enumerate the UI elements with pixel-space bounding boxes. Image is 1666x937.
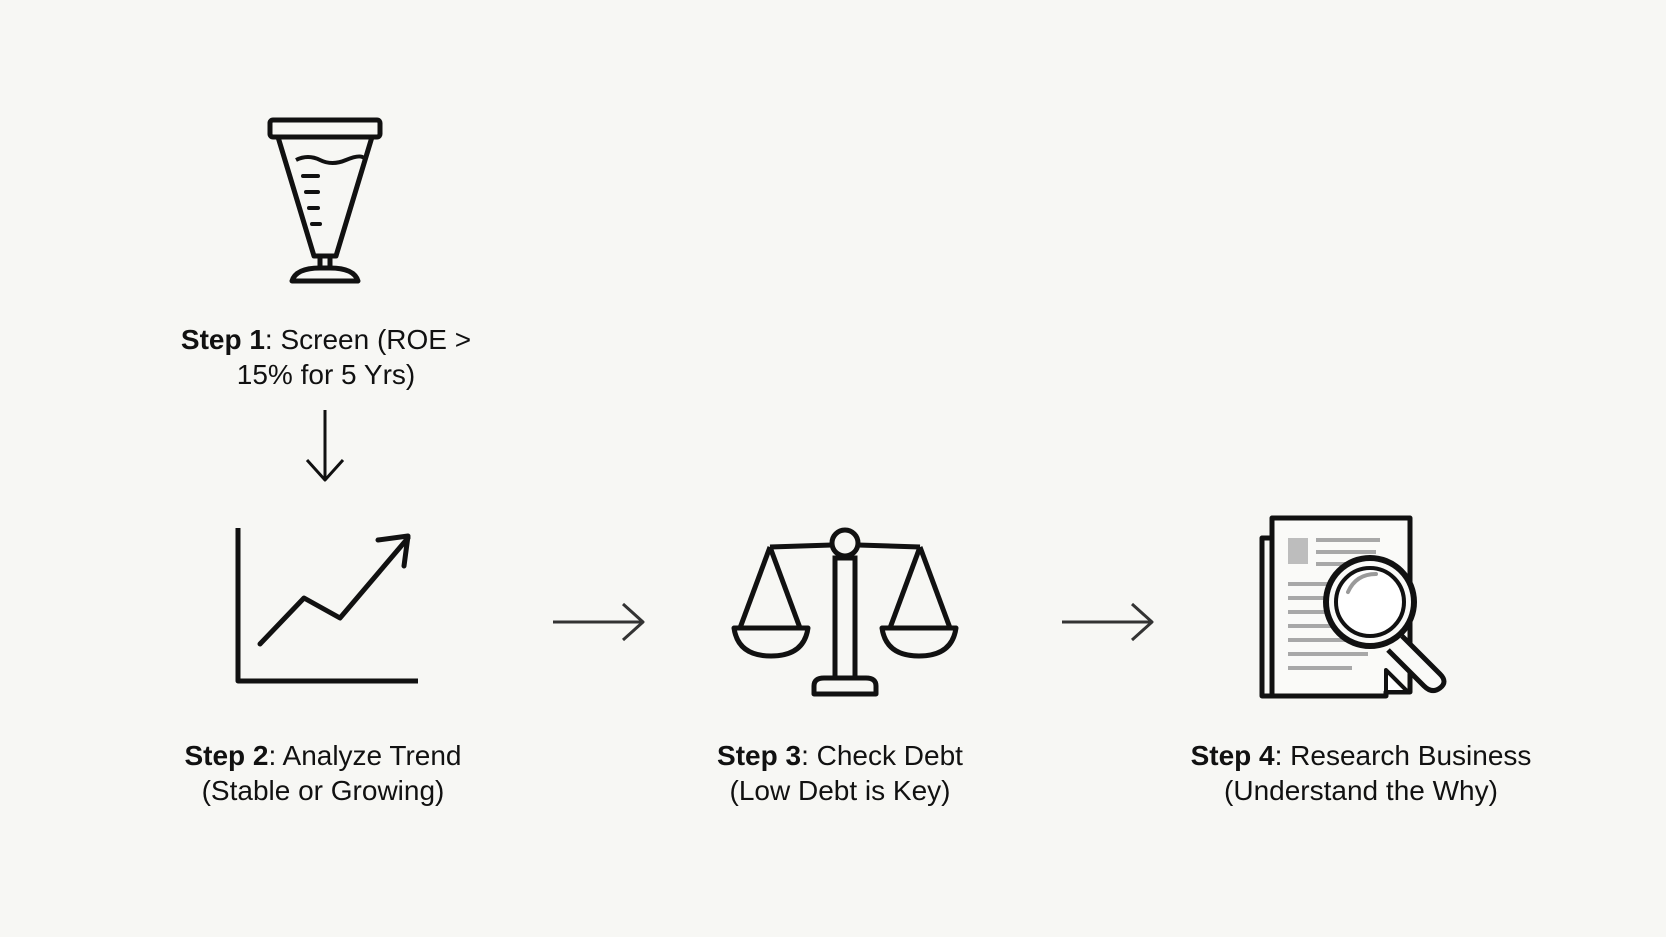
step-4-line2: (Understand the Why) xyxy=(1224,775,1498,806)
step-2-line2: (Stable or Growing) xyxy=(201,775,445,806)
step-4-line1: : Research Business xyxy=(1274,740,1532,771)
right-arrow-1 xyxy=(553,602,647,642)
step-1-label: Step 1: Screen (ROE > 15% for 5 Yrs) xyxy=(116,322,536,392)
trend-chart-icon xyxy=(232,526,422,686)
step-2-label: Step 2: Analyze Trend (Stable or Growing… xyxy=(113,738,533,808)
down-arrow xyxy=(305,410,345,484)
step-2-title: Step 2 xyxy=(184,740,269,771)
step-3-line2: (Low Debt is Key) xyxy=(729,775,951,806)
document-magnifier-icon xyxy=(1256,515,1466,702)
step-1-title: Step 1 xyxy=(180,324,265,355)
step-1-line2: 15% for 5 Yrs) xyxy=(236,359,416,390)
step-2-line1: : Analyze Trend xyxy=(268,740,462,771)
step-3-label: Step 3: Check Debt (Low Debt is Key) xyxy=(630,738,1050,808)
step-4-title: Step 4 xyxy=(1190,740,1275,771)
right-arrow-2 xyxy=(1062,602,1156,642)
step-3-line1: : Check Debt xyxy=(801,740,963,771)
step-1-line1: : Screen (ROE > xyxy=(264,324,472,355)
balance-scale-icon xyxy=(731,526,962,700)
step-3-title: Step 3 xyxy=(717,740,802,771)
funnel-icon xyxy=(267,117,388,286)
step-4-label: Step 4: Research Business (Understand th… xyxy=(1151,738,1571,808)
